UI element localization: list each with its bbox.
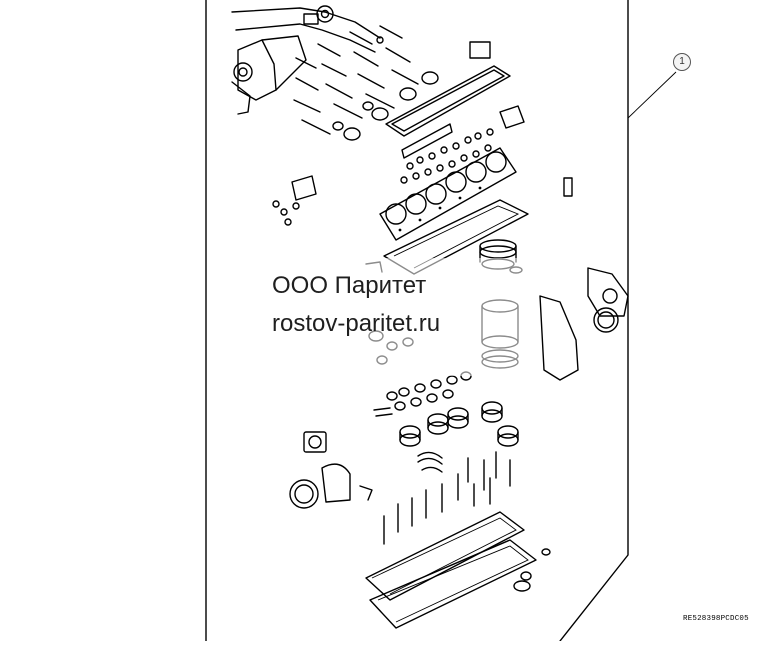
valve-cover-gasket	[385, 41, 525, 159]
drawing-reference-code: RE528398PCDC05	[683, 615, 749, 623]
head-bolts	[293, 25, 439, 141]
exhaust-pipe	[231, 5, 384, 115]
small-gaskets	[272, 175, 573, 226]
watermark-company-name: ООО Паритет	[272, 272, 427, 299]
oil-pan-gasket	[365, 511, 551, 629]
o-rings	[373, 371, 472, 417]
front-seal	[289, 431, 373, 509]
callout-marker: 1	[673, 53, 691, 71]
drawing-frame	[205, 0, 629, 642]
thrust-washers	[417, 451, 443, 473]
watermark-website: rostov-paritet.ru	[272, 310, 441, 337]
callout-leader	[627, 71, 677, 119]
valve-seals	[400, 128, 494, 184]
watermark-background	[252, 258, 532, 376]
bearing-bolts	[383, 451, 511, 545]
main-bearings	[399, 401, 519, 447]
timing-cover-gasket	[539, 267, 629, 381]
head-gasket	[379, 147, 517, 241]
